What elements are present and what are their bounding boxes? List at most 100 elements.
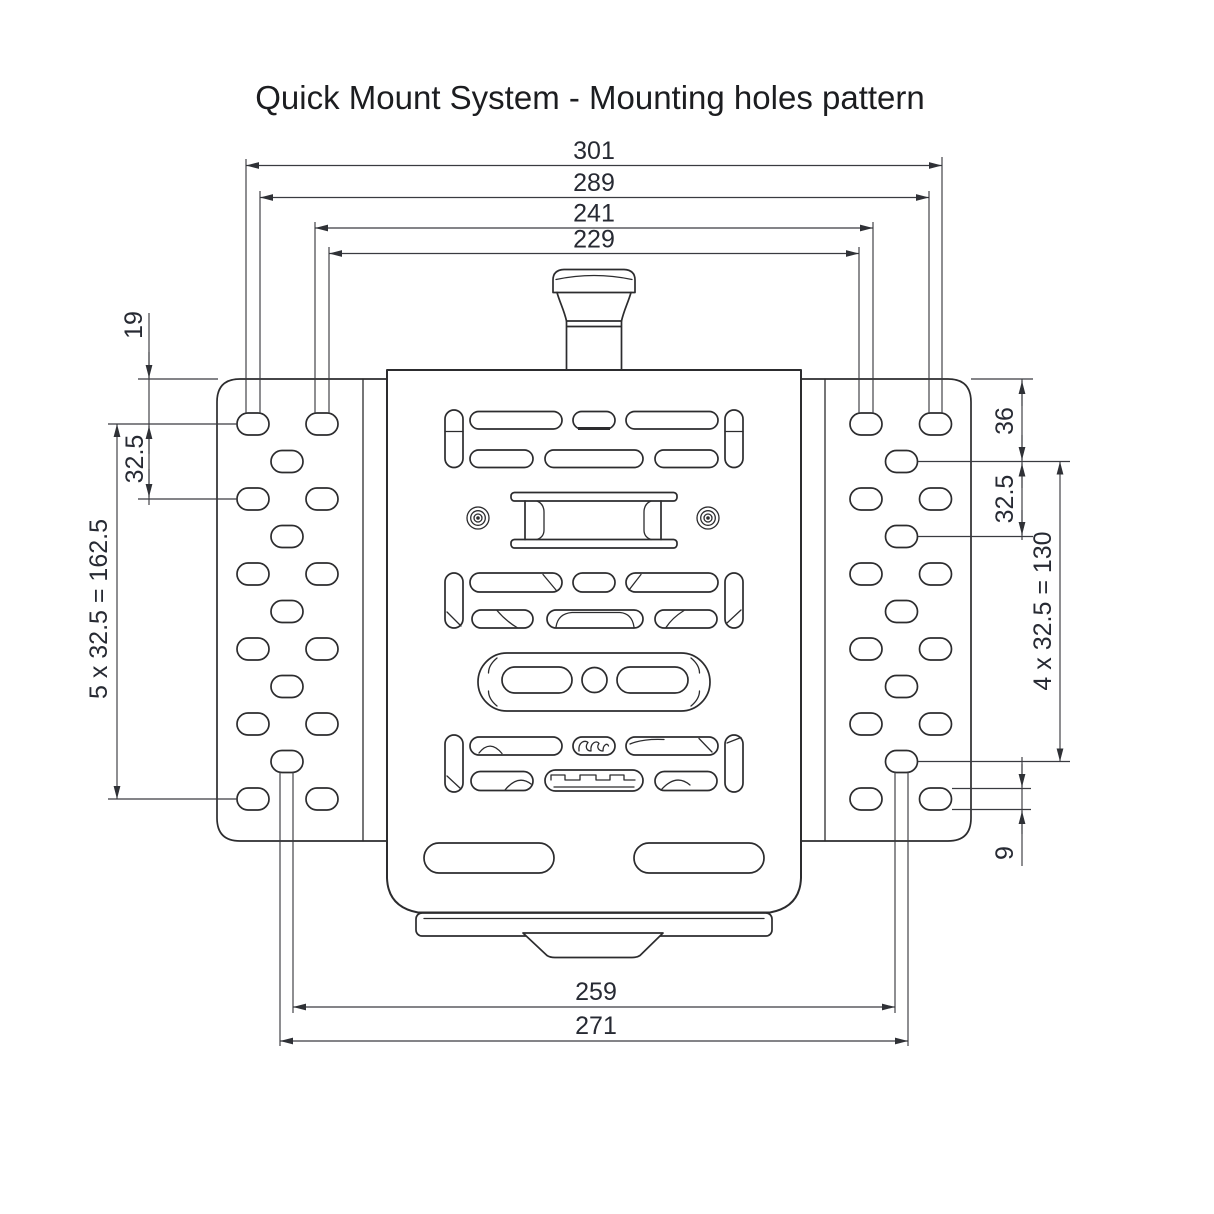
mounting-hole [270,599,304,624]
mounting-hole [236,712,270,736]
dim-label-32-5-right: 32.5 [991,475,1019,524]
screw-center [476,516,480,520]
slot [469,410,563,430]
slot [654,449,719,469]
slot [625,572,719,593]
screw-inner-ring [703,513,713,523]
center-plate-outline [386,369,802,914]
slot [423,842,555,874]
slot-tab-detail [550,774,636,788]
clamp-bracket [510,491,678,549]
screw-mid-ring [470,510,486,526]
mounting-hole [305,637,339,661]
plate-slot-row-2 [469,449,719,469]
knob-shoulder [556,291,632,328]
slot [654,770,718,792]
mounting-hole [270,749,304,774]
plate-slot-row-3 [444,572,744,629]
dim-label-9: 9 [991,846,1019,860]
slot-detail [628,573,642,591]
right-wing [800,378,972,842]
capsule-slot-right [616,666,689,694]
slot [625,736,719,756]
mounting-hole [236,637,270,661]
mounting-hole [918,487,953,511]
dim-label-229: 229 [573,226,615,254]
plate-slot-row-5 [444,734,744,793]
slot [654,609,718,629]
slot-detail [726,736,742,744]
dim-bottom-group: 259 271 [279,772,909,1046]
slot-squiggle-detail [578,740,610,752]
slot-detail [496,609,518,629]
slot-detail [629,737,713,753]
dimensions: 301 289 241 229 19 32.5 5 x 32.5 = 162.5 [85,137,1070,1046]
left-wing-outline [216,378,388,842]
slot [444,572,464,629]
dim-label-162-5: 5 x 32.5 = 162.5 [85,519,113,699]
mounting-hole [270,674,304,699]
mounting-hole [884,599,919,624]
slot-detail [555,611,635,628]
plate-slot-row-6 [470,769,718,792]
extension-lines-bottom [279,772,909,1046]
slot-detail [504,779,532,791]
slot-detail [478,745,503,755]
slot-detail [665,609,685,629]
slot [444,409,464,469]
mounting-hole [918,562,953,586]
mounting-hole [849,562,883,586]
mounting-hole [849,487,883,511]
capsule-outline [477,652,711,712]
screw-mid-ring [700,510,716,526]
dim-label-241: 241 [573,200,615,228]
slot-detail [446,611,462,627]
screw-center [706,516,710,520]
slot [724,734,744,793]
mounting-hole [849,712,883,736]
mounting-hole [884,674,919,699]
mounting-hole [918,637,953,661]
right-wing-holes [849,412,953,811]
extension-lines-top [245,157,943,413]
mounting-hole [270,449,304,474]
screw-outer-ring [696,506,720,530]
mounting-hole [849,412,883,436]
dim-label-19: 19 [120,311,148,339]
mounting-hole [305,412,339,436]
screw-inner-ring [473,513,483,523]
slot [625,410,719,430]
slot [572,572,616,593]
slot [572,736,616,756]
mounting-hole [236,412,270,436]
central-capsule [477,652,711,712]
slot [470,770,534,792]
mounting-hole [918,787,953,811]
dim-label-271: 271 [575,1012,617,1040]
screw-outer-ring [466,506,490,530]
mounting-hole [849,637,883,661]
slot [469,736,563,756]
mounting-hole [884,524,919,549]
slot [724,572,744,629]
left-wing [216,378,388,842]
quick-release-knob [552,268,636,371]
mounting-hole [236,787,270,811]
slot [469,449,534,469]
slot [471,609,534,629]
right-wing-outline [800,378,972,842]
slot-detail [726,609,742,624]
slot [633,842,765,874]
knob-cap [552,268,636,294]
screw-left [466,506,490,530]
dim-right-group: 36 32.5 4 x 32.5 = 130 9 [918,378,1070,866]
plate-slot-row-4 [471,609,718,629]
dim-label-301: 301 [573,137,615,165]
mounting-hole [270,524,304,549]
capsule-shading [487,657,701,707]
slot [469,572,563,593]
dim-label-32-5-left: 32.5 [121,435,149,484]
mounting-hole [918,412,953,436]
dim-label-259: 259 [575,978,617,1006]
